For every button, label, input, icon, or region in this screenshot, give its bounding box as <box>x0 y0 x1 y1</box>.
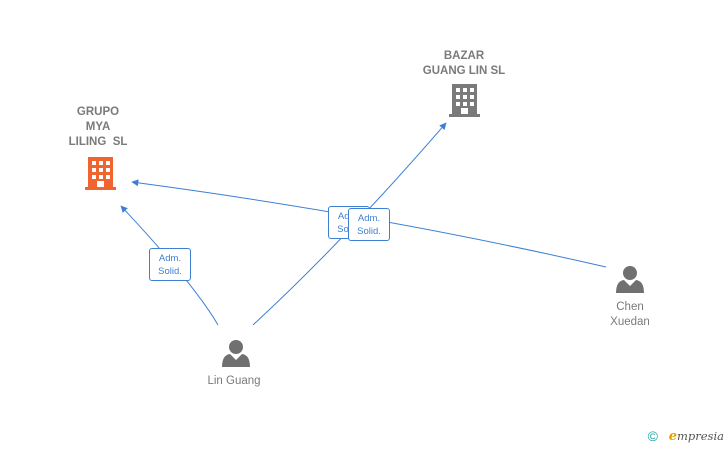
building-icon[interactable] <box>449 84 480 117</box>
label-line: GUANG LIN SL <box>422 65 506 77</box>
label-line: Lin Guang <box>207 375 261 387</box>
brand-logo[interactable]: empresia <box>669 429 724 444</box>
building-icon[interactable] <box>85 157 116 190</box>
edge-label-chen-grupo: Adm. Solid. <box>348 208 390 241</box>
person-icon[interactable] <box>222 340 250 367</box>
footer: © empresia <box>634 428 724 444</box>
edge-label-lin-grupo: Adm. Solid. <box>149 248 191 281</box>
edge-label-line: Solid. <box>357 226 381 237</box>
label-line: BAZAR <box>443 50 485 62</box>
label-line: MYA <box>85 121 111 133</box>
brand-initial: e <box>668 429 677 444</box>
brand-rest: mpresia <box>676 429 724 443</box>
copyright-icon: © <box>647 428 658 444</box>
person-label-chen[interactable]: Chen Xuedan <box>580 300 680 330</box>
label-line: Xuedan <box>610 316 650 328</box>
label-line: GRUPO <box>76 106 120 118</box>
company-label-grupo[interactable]: GRUPO MYA LILING SL <box>48 105 148 150</box>
edge-label-line: Adm. <box>357 213 381 224</box>
person-icon[interactable] <box>616 266 644 293</box>
label-line: Chen <box>616 301 644 313</box>
company-label-bazar[interactable]: BAZAR GUANG LIN SL <box>404 49 524 79</box>
edge-label-line: Adm. <box>158 253 182 264</box>
person-label-lin[interactable]: Lin Guang <box>184 374 284 389</box>
edge-label-line: Solid. <box>158 266 182 277</box>
label-line: LILING SL <box>68 136 128 148</box>
